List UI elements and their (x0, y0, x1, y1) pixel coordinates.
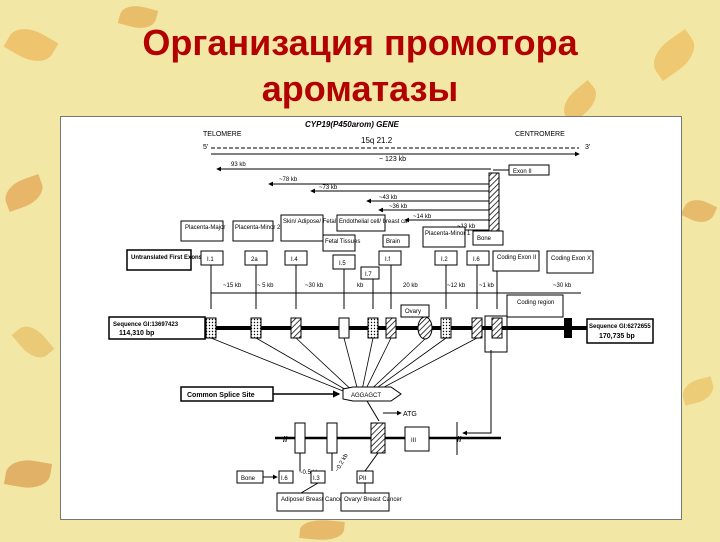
exon-connectors (210, 265, 498, 309)
tissue-bone: Bone (477, 236, 492, 242)
dist-43-label: ~43 kb (379, 195, 398, 201)
exon-blocks (205, 315, 508, 353)
locus-label: 15q 21.2 (361, 136, 393, 145)
gene-break-left: // (283, 435, 288, 444)
untranslated-box (126, 249, 192, 271)
splice-converging-lines (210, 337, 478, 396)
dist-02-label: ~0.2 kb (335, 452, 350, 473)
splice-seq-box (342, 386, 402, 402)
lower-exon-2 (326, 422, 338, 454)
leaf-decoration (679, 376, 717, 406)
exon-x-block (564, 318, 572, 338)
tissue-fetal: Fetal Tissues (325, 239, 360, 245)
exon-i6-bottom-box (278, 470, 294, 484)
lower-exon-pii (370, 422, 386, 454)
dist-05-label: ~0.5 kb (299, 470, 320, 476)
leaf-decoration (680, 194, 718, 228)
tissue-placenta-minor2: Placenta-Minor 2 (235, 225, 281, 231)
coding-exonx-label: Coding Exon X (551, 256, 591, 262)
splice-seq-label: AGGAGCT (351, 393, 381, 399)
coding-region-box (506, 294, 564, 318)
exon-i7: I.7 (365, 272, 372, 278)
seq-right-label: Sequence GI:6272655 (589, 324, 651, 330)
adipose-bc-box (276, 492, 324, 512)
leaf-decoration (11, 319, 55, 365)
dist-93-label: 93 kb (231, 162, 246, 168)
untranslated-label: Untranslated First Exons (131, 255, 203, 261)
seq-right-bp: 170,735 bp (599, 333, 635, 340)
distance-arrows: 93 kb ~78 kb ~73 kb ~43 kb ~36 kb ~14 kb… (216, 162, 491, 233)
lower-exon-1 (294, 422, 306, 454)
exon-i4: I.4 (291, 257, 298, 263)
dist-13-label: ~13 kb (457, 224, 476, 230)
seq-left-bp: 114,310 bp (119, 330, 154, 337)
exon2-hatched-bar (488, 172, 500, 232)
gene-break-right: // (457, 435, 462, 444)
dist-20-label: 20 kb (403, 283, 418, 289)
exon-pii-label: PII (359, 476, 367, 482)
dist-30b-label: ~30 kb (553, 283, 572, 289)
tissue-boxes: Placenta-Major Placenta-Minor 2 Skin/ Ad… (180, 214, 504, 252)
exon-i1: I.1 (207, 257, 214, 263)
dist-5-label: ~ 5 kb (257, 283, 274, 289)
atg-label: ATG (403, 411, 417, 418)
dist-73-label: ~73 kb (319, 185, 338, 191)
tissue-placenta-major: Placenta-Major (185, 225, 225, 231)
dist-36-label: ~36 kb (389, 204, 408, 210)
leaf-decoration (3, 456, 53, 492)
dist-30-label: ~30 kb (305, 283, 324, 289)
telomere-label: TELOMERE (203, 131, 242, 138)
exon-2a: 2a (251, 257, 258, 263)
ovary-bc-label: Ovary/ Breast Cancer (344, 497, 402, 503)
exon-i6-bottom: I.6 (281, 476, 288, 482)
exon-if: I.f (385, 257, 390, 263)
promoter-diagram: CYP19(P450arom) GENE TELOMERE CENTROMERE… (60, 116, 682, 520)
exon-i2: I.2 (441, 257, 448, 263)
dist-kb-label: kb (357, 283, 364, 289)
dist-14-label: ~14 kb (413, 214, 432, 220)
slide-title-line1: Организация промотора (142, 22, 578, 63)
exon-i6: I.6 (473, 257, 480, 263)
gene-title: CYP19(P450arom) GENE (305, 120, 399, 129)
three-prime-label: 3' (585, 144, 590, 151)
dist-12-label: ~12 kb (447, 283, 466, 289)
diagram-svg: CYP19(P450arom) GENE TELOMERE CENTROMERE… (108, 120, 654, 512)
seq-left-label: Sequence GI:13697423 (113, 322, 179, 328)
tissue-skin: Skin/ Adipose/ Fetal liver (283, 219, 349, 225)
total-length-label: ~ 123 kb (379, 156, 406, 163)
exon-i5: I.5 (339, 261, 346, 267)
adipose-bc-label: Adipose/ Breast Cancer (281, 497, 344, 503)
seq-right-box (586, 318, 654, 344)
splice-site-label: Common Splice Site (187, 392, 255, 399)
leaf-decoration (0, 173, 48, 213)
tissue-endothelial: Endothelial cell/ breast ca (339, 219, 408, 225)
seq-left-box (108, 316, 206, 340)
exon-iii-label: III (411, 438, 416, 444)
dist-78-label: ~78 kb (279, 177, 298, 183)
slide-title: Организация промотора ароматазы (0, 20, 720, 112)
exon-labels: I.1 2a I.4 I.5 I.7 I.f I.2 I.6 Coding Ex… (200, 250, 594, 280)
bone-bottom-label: Bone (241, 476, 256, 482)
coding-region-label: Coding region (517, 300, 554, 306)
tissue-placenta-minor1: Placenta-Minor 1 (425, 231, 471, 237)
dist-1-label: ~1 kb (479, 283, 495, 289)
leaf-decoration (299, 518, 345, 542)
centromere-label: CENTROMERE (515, 131, 565, 138)
ovary-label: Ovary (405, 309, 421, 315)
coding-exon2-label: Coding Exon II (497, 255, 537, 261)
tissue-brain: Brain (386, 239, 400, 245)
exon2-box-label: Exon II (513, 169, 532, 175)
exon-i3-label: I.3 (313, 476, 320, 482)
exon-iii-box (404, 426, 430, 452)
five-prime-label: 5' (203, 144, 208, 151)
slide-title-line2: ароматазы (261, 68, 459, 109)
dist-15-label: ~15 kb (223, 283, 242, 289)
